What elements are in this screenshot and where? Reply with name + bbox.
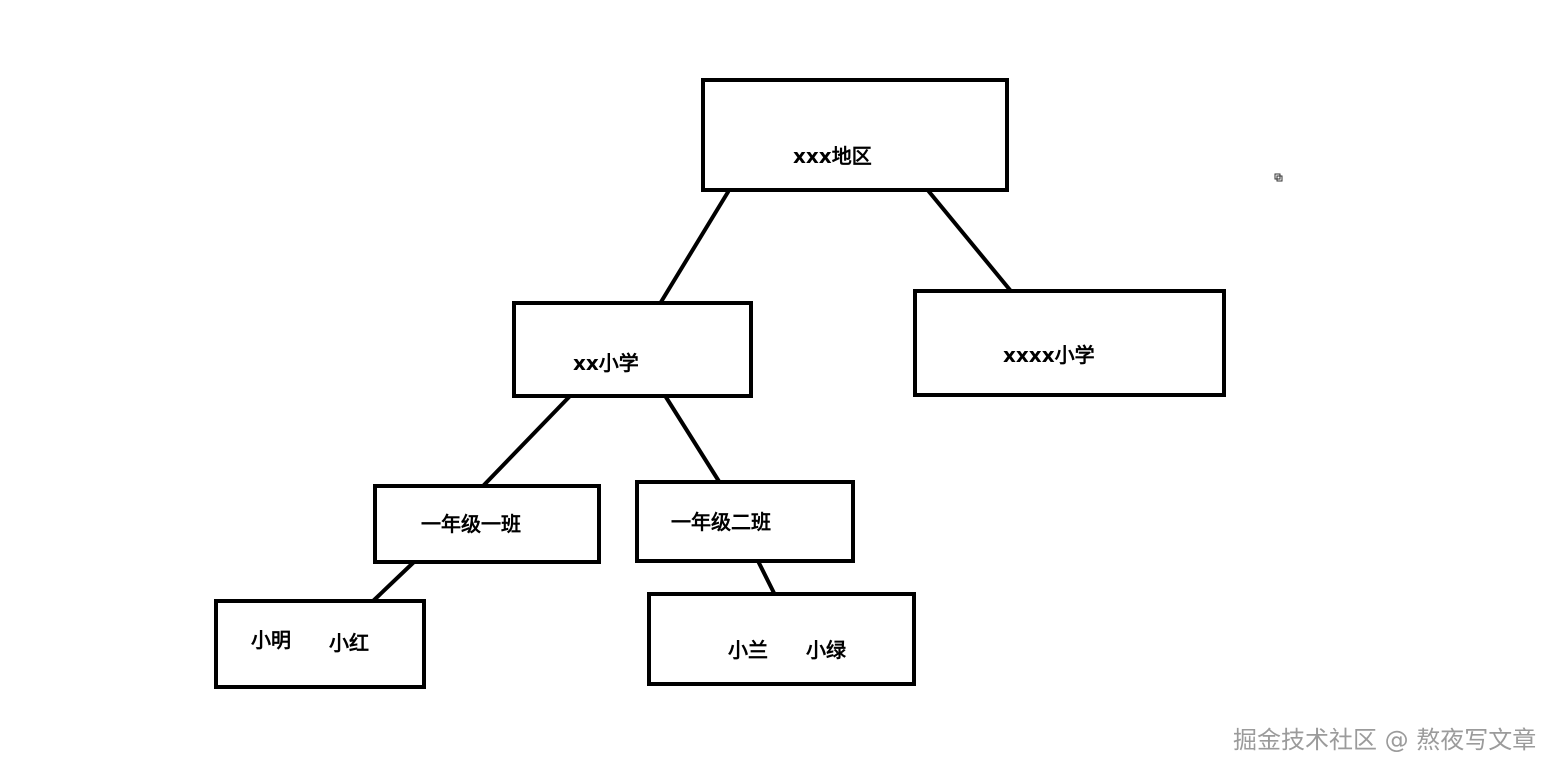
node-students-1-box: [214, 599, 426, 689]
node-school-b-box: [913, 289, 1226, 397]
edge-school-a-class-1: [482, 394, 572, 487]
node-school-a: xx小学: [512, 301, 753, 398]
node-class-1-label: 一年级一班: [421, 512, 521, 536]
node-class-1-box: [373, 484, 601, 564]
edge-class-2-students-2: [756, 559, 776, 595]
student-name-label: 小红: [329, 631, 369, 655]
edge-class-1-students-1: [370, 559, 417, 604]
node-school-b: xxxx小学: [913, 289, 1226, 397]
node-class-2-label: 一年级二班: [671, 510, 771, 534]
copy-icon: [1274, 173, 1283, 182]
watermark-text: 掘金技术社区 @ 熬夜写文章: [1233, 726, 1536, 754]
node-school-a-box: [512, 301, 753, 398]
node-students-1: 小明 小红: [214, 599, 426, 689]
node-region-box: [701, 78, 1009, 192]
node-region: xxx地区: [701, 78, 1009, 192]
node-class-1: 一年级一班: [373, 484, 601, 564]
node-class-2: 一年级二班: [635, 480, 855, 563]
student-name-label: 小兰: [728, 638, 768, 662]
student-name-label: 小绿: [806, 638, 847, 662]
edge-school-a-class-2: [662, 392, 722, 485]
node-class-2-box: [635, 480, 855, 563]
node-school-a-label: xx小学: [573, 351, 639, 375]
student-name-label: 小明: [251, 628, 291, 652]
node-students-2-box: [647, 592, 916, 686]
edge-region-school-b: [924, 186, 1012, 292]
node-school-b-label: xxxx小学: [1003, 343, 1095, 367]
node-students-2: 小兰 小绿: [647, 592, 916, 686]
node-region-label: xxx地区: [793, 144, 872, 168]
edge-region-school-a: [659, 190, 730, 304]
